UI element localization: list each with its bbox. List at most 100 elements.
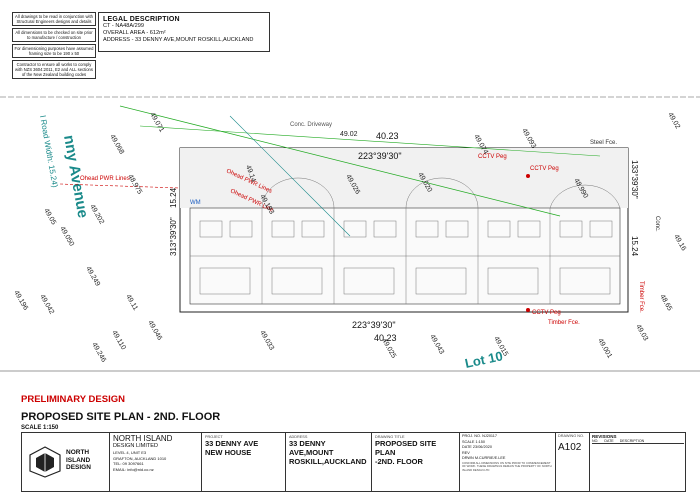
general-notes: All drawings to be read in conjunction w… [12, 12, 96, 81]
date-caption: DATE [462, 445, 472, 450]
legal-ct: CT - NA48A/299 [103, 23, 144, 29]
copyright-note: CONFIRM ALL DIMENSIONS ON SITE PRIOR TO … [462, 460, 552, 472]
company-address-2: GRAFTON, AUCKLAND 1010 [113, 455, 167, 461]
width-left: 15.24 [169, 187, 178, 208]
level-5: 49.071 [148, 112, 165, 134]
rev-no-header: NO. [592, 439, 599, 443]
drawing-info-cell: PROJ. NO. NJ20117 SCALE 1:150 DATE 23/06… [460, 433, 556, 491]
logo-text-1: NORTH [66, 449, 90, 456]
drawing-line-2: -2ND. FLOOR [375, 457, 423, 466]
level-29: 48.65 [658, 294, 673, 313]
drawn-caption: DRWN [462, 456, 474, 461]
building-footprint [189, 177, 621, 305]
level-7: 48.975 [126, 174, 143, 196]
driveway-label: Conc. Driveway [290, 122, 332, 128]
drawn-value: M.CURRIE/E.LEE [474, 456, 506, 461]
level-21: 49.246 [90, 342, 107, 364]
title-block: NORTH ISLAND DESIGN NORTH ISLAND DESIGN … [21, 432, 686, 492]
width-right: 15.24 [630, 236, 639, 257]
bearing-top: 223°39'30" [358, 151, 402, 161]
level-2: 49.02 [340, 131, 358, 138]
level-22: 49.033 [258, 330, 275, 352]
company-name-2: DESIGN LIMITED [113, 443, 159, 449]
project-line-2: NEW HOUSE [205, 448, 252, 457]
level-6: 49.068 [108, 134, 125, 156]
drawing-line-1: PROPOSED SITE PLAN [375, 439, 437, 457]
drawing-caption: DRAWING TITLE [375, 435, 405, 439]
level-20: 49.110 [110, 330, 127, 352]
wm-label: WM [190, 200, 201, 206]
steel-fence: Steel Fce. [590, 140, 617, 146]
bearing-bottom: 223°39'30" [352, 320, 396, 330]
level-4: 49.093 [520, 128, 537, 150]
revisions-cell: REVISIONS NO. DATE DESCRIPTION [590, 433, 686, 491]
level-26: 49.001 [596, 338, 613, 360]
level-19: 49.046 [146, 320, 163, 342]
level-24: 49.043 [428, 334, 445, 356]
ohead-pwr-3: Ohead PWR Lines [80, 176, 130, 182]
project-caption: PROJECT [205, 435, 223, 439]
project-cell: PROJECT 33 DENNY AVE NEW HOUSE [202, 433, 286, 491]
rev-caption: REV [462, 450, 470, 455]
site-plan-drawing: nny Avenue l Road Width: 15.24) Conc. Dr… [0, 96, 700, 372]
company-tel: TEL: 09 3097661 [113, 461, 144, 467]
bearing-left: 313°39'30" [169, 217, 178, 256]
conc-label: Conc. [654, 216, 660, 232]
level-14: 49.249 [84, 266, 101, 288]
level-16: 49.196 [12, 290, 29, 312]
site-address-2: ROSKILL,AUCKLAND [289, 457, 367, 466]
note-1: All drawings to be read in conjunction w… [12, 12, 96, 27]
company-name-1: NORTH ISLAND [113, 434, 173, 443]
company-address-1: LEVEL 4, UNIT E3 [113, 450, 147, 455]
note-4: Contractor to ensure all works to comply… [12, 59, 96, 80]
company-cell: NORTH ISLAND DESIGN LIMITED LEVEL 4, UNI… [110, 433, 202, 491]
timber-fence-bottom: Timber Fce. [548, 320, 580, 326]
sheet-number: A102 [558, 442, 582, 453]
scale-value: 1:150 [475, 439, 486, 444]
proj-no: NJ20117 [482, 434, 497, 438]
logo-icon [29, 446, 61, 478]
timber-fence-right: Timber Fce. [638, 281, 644, 313]
legal-area: OVERALL AREA - 612m² [103, 30, 166, 36]
note-3: For dimensioning purposes have assumed f… [12, 43, 96, 59]
site-address-1: 33 DENNY AVE,MOUNT [289, 439, 334, 457]
project-line-1: 33 DENNY AVE [205, 439, 259, 448]
scale-caption: SCALE [462, 439, 475, 444]
sheet-caption: DRAWING NO. [558, 434, 585, 438]
level-13: 49.050 [58, 226, 75, 248]
preliminary-design-label: PRELIMINARY DESIGN [21, 394, 125, 405]
level-27: 49.03 [634, 324, 649, 343]
legal-description: LEGAL DESCRIPTION CT - NA48A/299 OVERALL… [98, 12, 270, 52]
cctv-peg-2: CCTV Peg [530, 166, 559, 172]
cctv-peg-1: CCTV Peg [478, 154, 507, 160]
company-email: EMAIL: info@nid.co.nz [113, 466, 154, 472]
rev-desc-header: DESCRIPTION [619, 439, 645, 443]
level-15: 49.042 [38, 294, 55, 316]
dim-bottom: 40.23 [374, 333, 397, 343]
revisions-heading: REVISIONS [592, 434, 617, 439]
proj-no-caption: PROJ. NO. [462, 434, 481, 438]
address-cell: ADDRESS 33 DENNY AVE,MOUNT ROSKILL,AUCKL… [286, 433, 372, 491]
dim-top: 40.23 [376, 131, 399, 141]
logo-text-2: ISLAND [66, 456, 91, 464]
sheet-cell: DRAWING NO. A102 [556, 433, 590, 491]
road-width: l Road Width: 15.24) [38, 115, 60, 189]
logo-cell: NORTH ISLAND DESIGN [22, 433, 110, 491]
drawing-title-cell: DRAWING TITLE PROPOSED SITE PLAN -2ND. F… [372, 433, 460, 491]
date-value: 23/06/2020 [472, 445, 492, 450]
legal-heading: LEGAL DESCRIPTION [103, 16, 180, 23]
level-28: 49.02 [666, 112, 681, 131]
rev-date-header: DATE [604, 439, 614, 443]
level-17: 49.05 [42, 208, 57, 227]
drawing-title: PROPOSED SITE PLAN - 2ND. FLOOR [21, 411, 221, 423]
legal-address: ADDRESS - 33 DENNY AVE,MOUNT ROSKILL,AUC… [103, 37, 254, 43]
note-2: All dimensions to be checked on site pri… [12, 27, 96, 43]
level-18: 49.11 [124, 294, 139, 312]
bearing-right: 133°39'30" [630, 160, 639, 199]
cctv-peg-3: CCTV Peg [532, 310, 561, 316]
address-caption: ADDRESS [289, 435, 308, 439]
drawing-scale: SCALE 1:150 [21, 425, 59, 431]
logo-text-3: DESIGN [66, 464, 91, 471]
lot-label: Lot 10 [464, 348, 505, 371]
level-30: 49.16 [672, 234, 687, 253]
